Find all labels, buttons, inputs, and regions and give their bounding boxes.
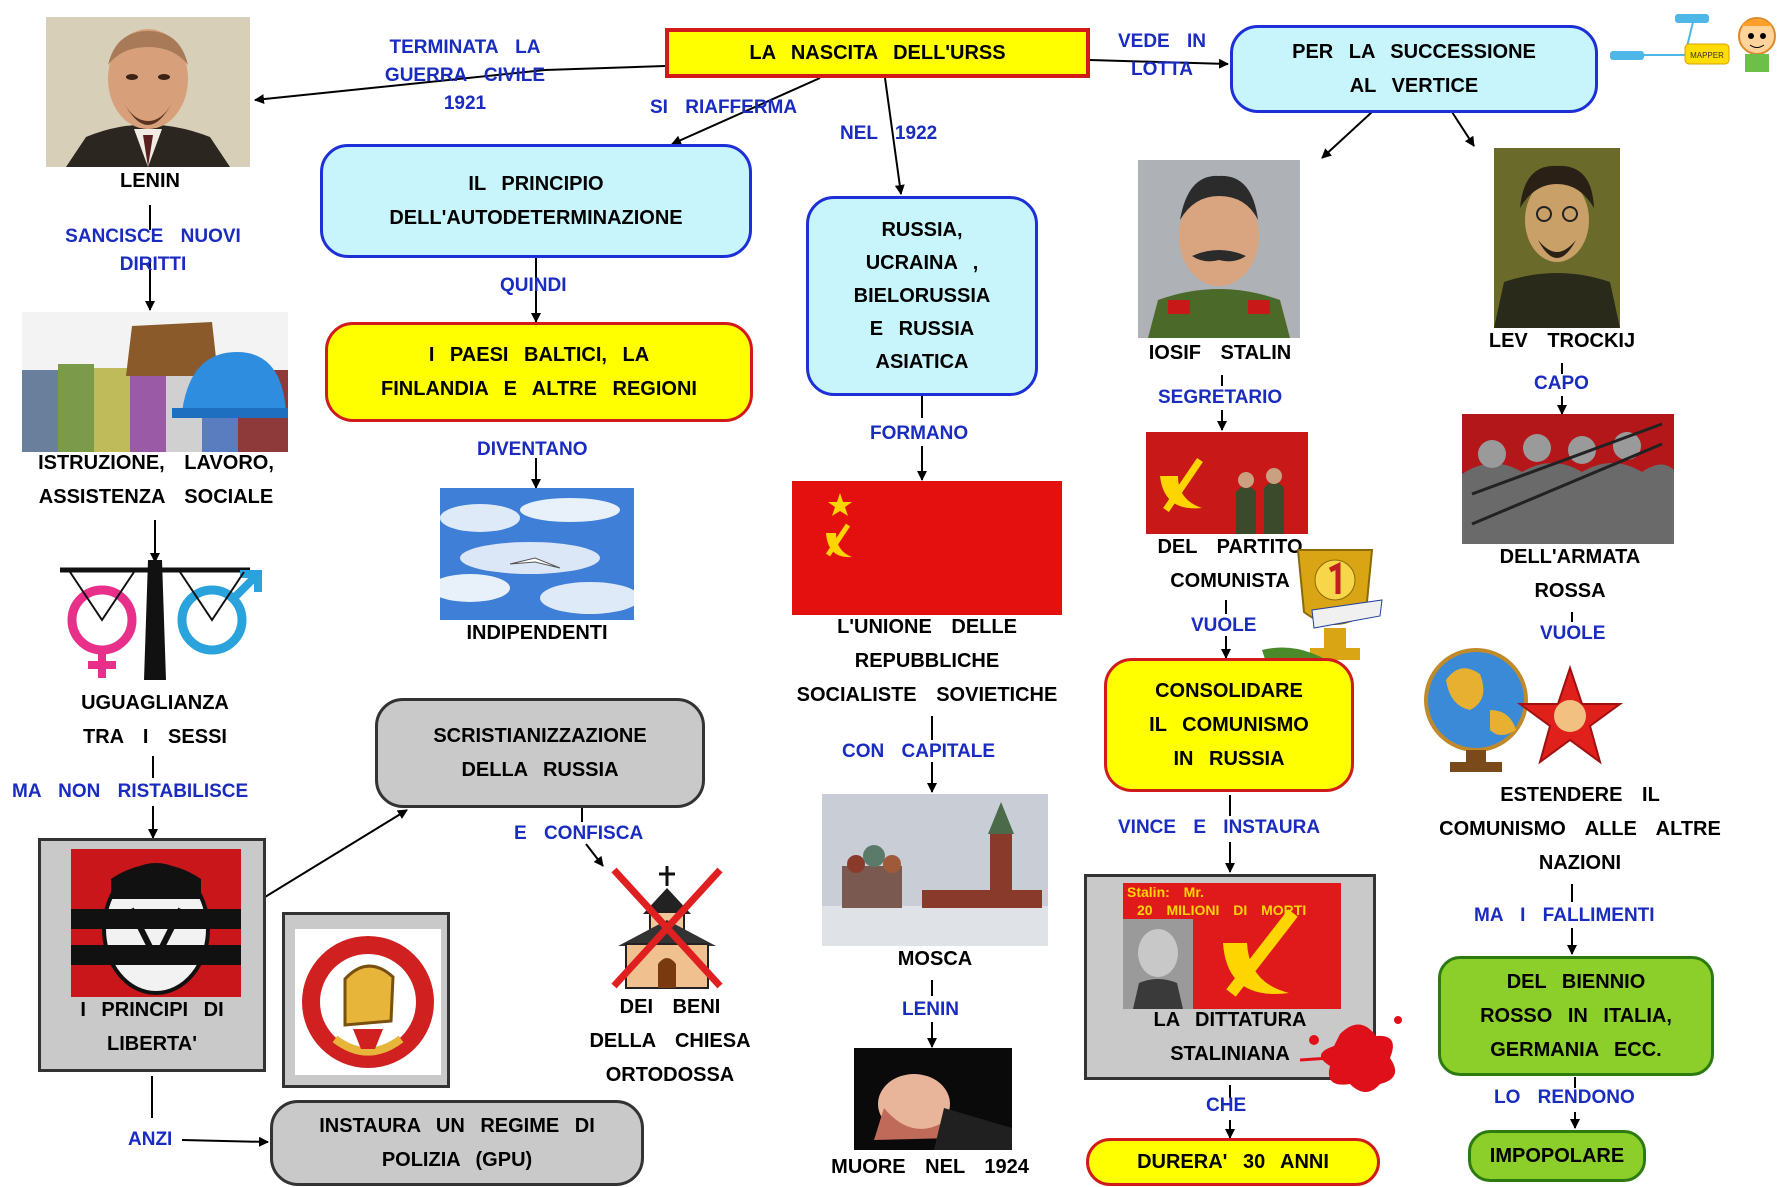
spartak-logo (295, 929, 441, 1075)
link-formano: FORMANO (870, 423, 969, 444)
link-con-capitale: CON CAPITALE (842, 741, 996, 762)
stalin-poster-image: Stalin: Mr. 20 MILIONI DI MORTI (1123, 883, 1341, 1009)
link-vuole-1: VUOLE (1191, 615, 1257, 636)
church-crossed-image (608, 864, 726, 992)
poster-line-2: 20 MILIONI DI MORTI (1137, 902, 1306, 918)
link-nel-1922: NEL 1922 (840, 123, 938, 144)
stalin-portrait (1138, 160, 1300, 338)
trockij-caption: LEV TROCKIJ (1488, 330, 1636, 352)
link-che: CHE (1206, 1095, 1247, 1116)
istruzione-caption: ISTRUZIONE, LAVORO, ASSISTENZA SOCIALE (38, 452, 274, 508)
censorship-image (71, 849, 241, 997)
paesi-node: I PAESI BALTICI, LA FINLANDIA E ALTRE RE… (325, 322, 753, 422)
link-sancisce: SANCISCE NUOVI DIRITTI (65, 226, 241, 275)
estendere-caption: ESTENDERE IL COMUNISMO ALLE ALTRE NAZION… (1439, 784, 1721, 874)
mapper-logo: MAPPER (1605, 8, 1785, 78)
globe-star-image (1420, 640, 1636, 776)
link-segretario: SEGRETARIO (1158, 387, 1283, 408)
polizia-node: INSTAURA UN REGIME DI POLIZIA (GPU) (270, 1100, 644, 1186)
communist-party-image (1146, 432, 1308, 534)
link-vede-in-lotta: VEDE IN LOTTA (1117, 31, 1207, 80)
principi-liberta-node: I PRINCIPI DI LIBERTA' (38, 838, 266, 1072)
armata-caption: DELL'ARMATA ROSSA (1499, 546, 1641, 602)
books-helmet-image (22, 312, 288, 452)
link-vuole-2: VUOLE (1540, 623, 1606, 644)
impopolare-node: IMPOPOLARE (1468, 1130, 1646, 1182)
scales-gender-image (40, 560, 270, 680)
link-ma-non-ristabilisce: MA NON RISTABILISCE (12, 781, 249, 802)
principio-node: IL PRINCIPIO DELL'AUTODETERMINAZIONE (320, 144, 752, 258)
link-terminata-guerra: TERMINATA LA GUERRA CIVILE 1921 (384, 37, 546, 114)
title-node: LA NASCITA DELL'URSS (665, 28, 1090, 78)
biennio-node: DEL BIENNIO ROSSO IN ITALIA, GERMANIA EC… (1438, 956, 1714, 1076)
link-capo: CAPO (1534, 373, 1589, 394)
lenin-mausoleum-image (854, 1048, 1012, 1150)
sky-seagull-image (440, 488, 634, 620)
partito-caption: DEL PARTITO COMUNISTA (1157, 536, 1303, 592)
durera-node: DURERA' 30 ANNI (1086, 1138, 1380, 1186)
dittatura-node: Stalin: Mr. 20 MILIONI DI MORTI LA DITTA… (1084, 874, 1376, 1080)
link-lo-rendono: LO RENDONO (1494, 1087, 1635, 1108)
mapper-logo-text: MAPPER (1690, 51, 1724, 60)
title-text: LA NASCITA DELL'URSS (749, 42, 1006, 64)
red-army-image (1462, 414, 1674, 544)
muore-caption: MUORE NEL 1924 (831, 1156, 1029, 1178)
moscow-image (822, 794, 1048, 946)
mosca-caption: MOSCA (897, 948, 973, 970)
successione-node: PER LA SUCCESSIONE AL VERTICE (1230, 25, 1598, 113)
link-anzi: ANZI (128, 1129, 173, 1150)
link-si-riafferma: SI RIAFFERMA (650, 97, 798, 118)
unione-caption: L'UNIONE DELLE REPUBBLICHE SOCIALISTE SO… (796, 616, 1058, 706)
lenin-caption: LENIN (120, 170, 180, 192)
poster-line-1: Stalin: Mr. (1127, 884, 1204, 900)
link-quindi: QUINDI (500, 275, 567, 296)
consolidare-node: CONSOLIDARE IL COMUNISMO IN RUSSIA (1104, 658, 1354, 792)
link-diventano: DIVENTANO (477, 439, 588, 460)
lenin-portrait (46, 17, 250, 167)
soviet-flag-image (792, 481, 1062, 615)
russia-node: RUSSIA, UCRAINA , BIELORUSSIA E RUSSIA A… (806, 196, 1038, 396)
link-lenin: LENIN (902, 999, 959, 1020)
spartak-logo-frame (282, 912, 450, 1088)
stalin-caption: IOSIF STALIN (1148, 342, 1292, 364)
scristianizzazione-node: SCRISTIANIZZAZIONE DELLA RUSSIA (375, 698, 705, 808)
link-e-confisca: E CONFISCA (514, 823, 644, 844)
indipendenti-caption: INDIPENDENTI (466, 622, 608, 644)
trockij-portrait (1494, 148, 1620, 328)
chiesa-caption: DEI BENI DELLA CHIESA ORTODOSSA (589, 996, 751, 1086)
link-vince-e-instaura: VINCE E INSTAURA (1118, 817, 1321, 838)
blood-splatter-image (1300, 1004, 1410, 1100)
link-ma-i-fallimenti: MA I FALLIMENTI (1474, 905, 1655, 926)
uguaglianza-caption: UGUAGLIANZA TRA I SESSI (81, 692, 229, 748)
